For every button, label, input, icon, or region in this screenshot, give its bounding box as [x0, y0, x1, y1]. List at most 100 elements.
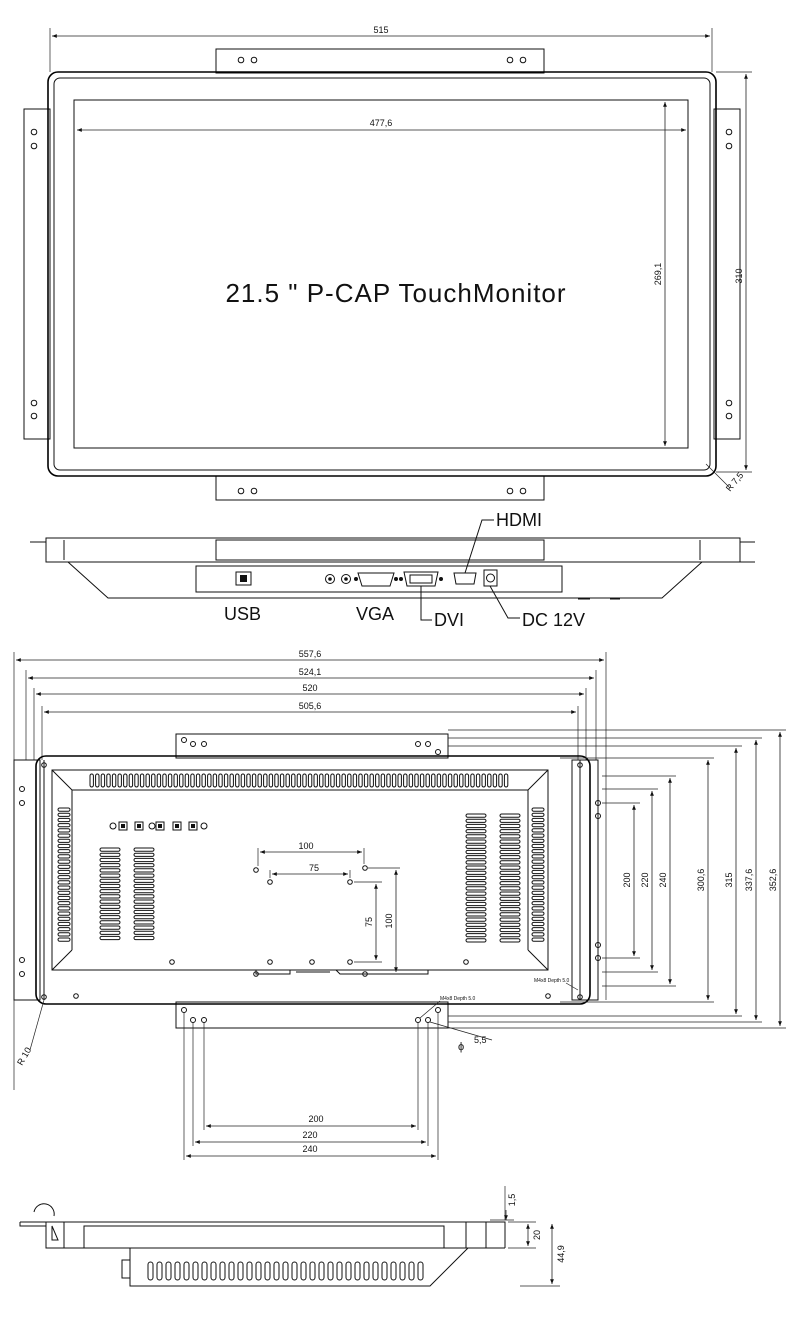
- vent-slot: [190, 773, 195, 788]
- vent-slot: [156, 1261, 163, 1281]
- vent-slot: [499, 938, 521, 943]
- vent-slot: [57, 901, 71, 906]
- vent-slot: [531, 869, 545, 875]
- vent-slot: [531, 890, 545, 895]
- vent-slot: [210, 1261, 217, 1281]
- vent-slot: [207, 773, 212, 788]
- vent-slot: [481, 773, 486, 788]
- vent-slot: [499, 813, 521, 818]
- vent-slot: [499, 896, 521, 901]
- vent-slot: [274, 773, 279, 788]
- vent-slot: [99, 868, 121, 873]
- vent-slot: [531, 843, 545, 849]
- vent-slot: [133, 889, 155, 894]
- vent-slot: [391, 773, 397, 788]
- vent-slot: [246, 1261, 253, 1281]
- vent-slot: [99, 889, 121, 894]
- vent-slot: [465, 938, 487, 943]
- vent-slot: [195, 773, 201, 788]
- vent-row-profile: [147, 1261, 424, 1281]
- vent-slot: [403, 773, 408, 788]
- vent-slot: [57, 906, 71, 911]
- vent-slot: [147, 1261, 154, 1281]
- dim-height-200: 200: [622, 872, 632, 887]
- vent-slot: [302, 773, 307, 788]
- vent-slot: [123, 773, 128, 788]
- bottom-profile-view: 1,5 20 44,9: [19, 1186, 566, 1287]
- vent-slot: [251, 773, 257, 788]
- port-side-view: USB VGA DVI HDMI DC 12V: [30, 510, 755, 630]
- dim-depth-20: 20: [532, 1230, 542, 1240]
- vent-slot: [57, 812, 71, 817]
- vent-slot: [436, 773, 442, 788]
- dim-vesa-h100: 100: [298, 841, 313, 851]
- vent-slot: [465, 813, 487, 818]
- vent-slot: [223, 773, 229, 788]
- dim-width-505: 505,6: [299, 701, 322, 711]
- vent-slot: [279, 773, 285, 788]
- vent-slot: [499, 912, 521, 917]
- dim-height-220: 220: [640, 872, 650, 887]
- vent-slot: [465, 875, 487, 881]
- control-buttons: [109, 821, 208, 831]
- vent-slot: [465, 881, 487, 886]
- dim-bottom-200: 200: [308, 1114, 323, 1124]
- vent-slot: [296, 773, 302, 788]
- vent-slot: [134, 773, 139, 788]
- port-label-hdmi: HDMI: [496, 510, 542, 530]
- vent-slot: [465, 917, 487, 922]
- vent-slot: [499, 855, 521, 860]
- vent-slot: [57, 921, 71, 927]
- vent-slot: [307, 773, 313, 788]
- vent-slot: [453, 773, 458, 788]
- vent-slot: [313, 773, 318, 788]
- vent-slot: [465, 891, 487, 896]
- front-view: 515 477,6 269,1 310 R 7: [23, 25, 752, 501]
- vent-slot: [57, 854, 71, 859]
- vent-slot: [375, 773, 380, 788]
- vent-slot: [465, 818, 487, 823]
- vent-slot: [531, 906, 545, 911]
- vent-slot: [57, 864, 71, 869]
- vent-slot: [465, 860, 487, 865]
- vent-slot: [531, 854, 545, 859]
- vent-slot: [99, 920, 121, 925]
- vent-slot: [465, 907, 487, 912]
- vent-slot: [465, 829, 487, 834]
- vent-slot: [499, 907, 521, 912]
- vent-slot: [354, 1261, 361, 1281]
- vent-slot: [167, 773, 173, 788]
- vent-slot: [531, 823, 545, 828]
- dim-vesa-v100: 100: [384, 913, 394, 928]
- vent-slot: [417, 1261, 424, 1281]
- vent-slot: [414, 773, 419, 788]
- vent-slot: [465, 927, 487, 933]
- vent-slot: [99, 904, 121, 909]
- vent-slot: [133, 847, 155, 852]
- vent-slot: [531, 927, 545, 932]
- vent-slot: [499, 865, 521, 870]
- vent-slot: [499, 818, 521, 823]
- vent-slot: [352, 773, 358, 788]
- vent-slot: [499, 933, 521, 938]
- vent-slot: [499, 927, 521, 933]
- vent-slot: [57, 880, 71, 885]
- vent-slot: [499, 823, 521, 829]
- vent-slot: [57, 937, 71, 942]
- vent-slot: [531, 901, 545, 906]
- vent-slot: [99, 930, 121, 935]
- vent-slot: [57, 932, 71, 937]
- vent-slot: [358, 773, 363, 788]
- vent-slot: [380, 773, 386, 788]
- dim-height-337: 337,6: [744, 869, 754, 892]
- vent-row-top: [89, 773, 509, 788]
- vent-slot: [95, 773, 100, 788]
- vent-slot: [133, 909, 155, 915]
- vent-slot: [499, 886, 521, 891]
- vent-slot: [369, 773, 374, 788]
- vent-slot: [487, 773, 492, 788]
- vent-slot: [465, 834, 487, 839]
- dim-active-height: 269,1: [653, 263, 663, 286]
- port-label-usb: USB: [224, 604, 261, 624]
- vent-slot: [99, 894, 121, 899]
